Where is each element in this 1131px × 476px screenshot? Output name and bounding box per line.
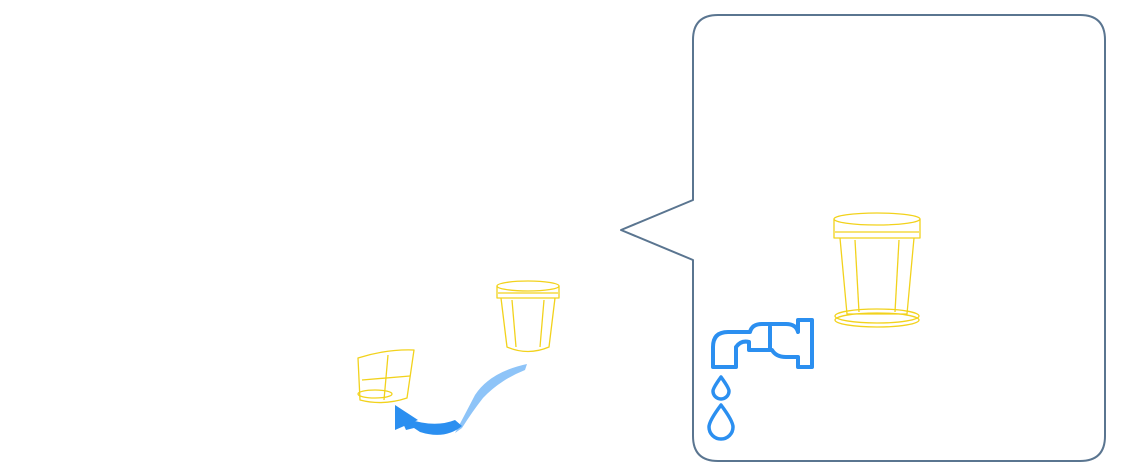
speech-bubble xyxy=(620,14,1106,462)
water-faucet-icon xyxy=(711,318,814,369)
curved-arrow-icon xyxy=(395,364,527,435)
pot-saucer-icon xyxy=(357,349,415,404)
flower-pot-icon-large xyxy=(833,212,921,328)
flower-pot-icon-small xyxy=(496,280,560,353)
water-drop-icon xyxy=(707,375,735,441)
